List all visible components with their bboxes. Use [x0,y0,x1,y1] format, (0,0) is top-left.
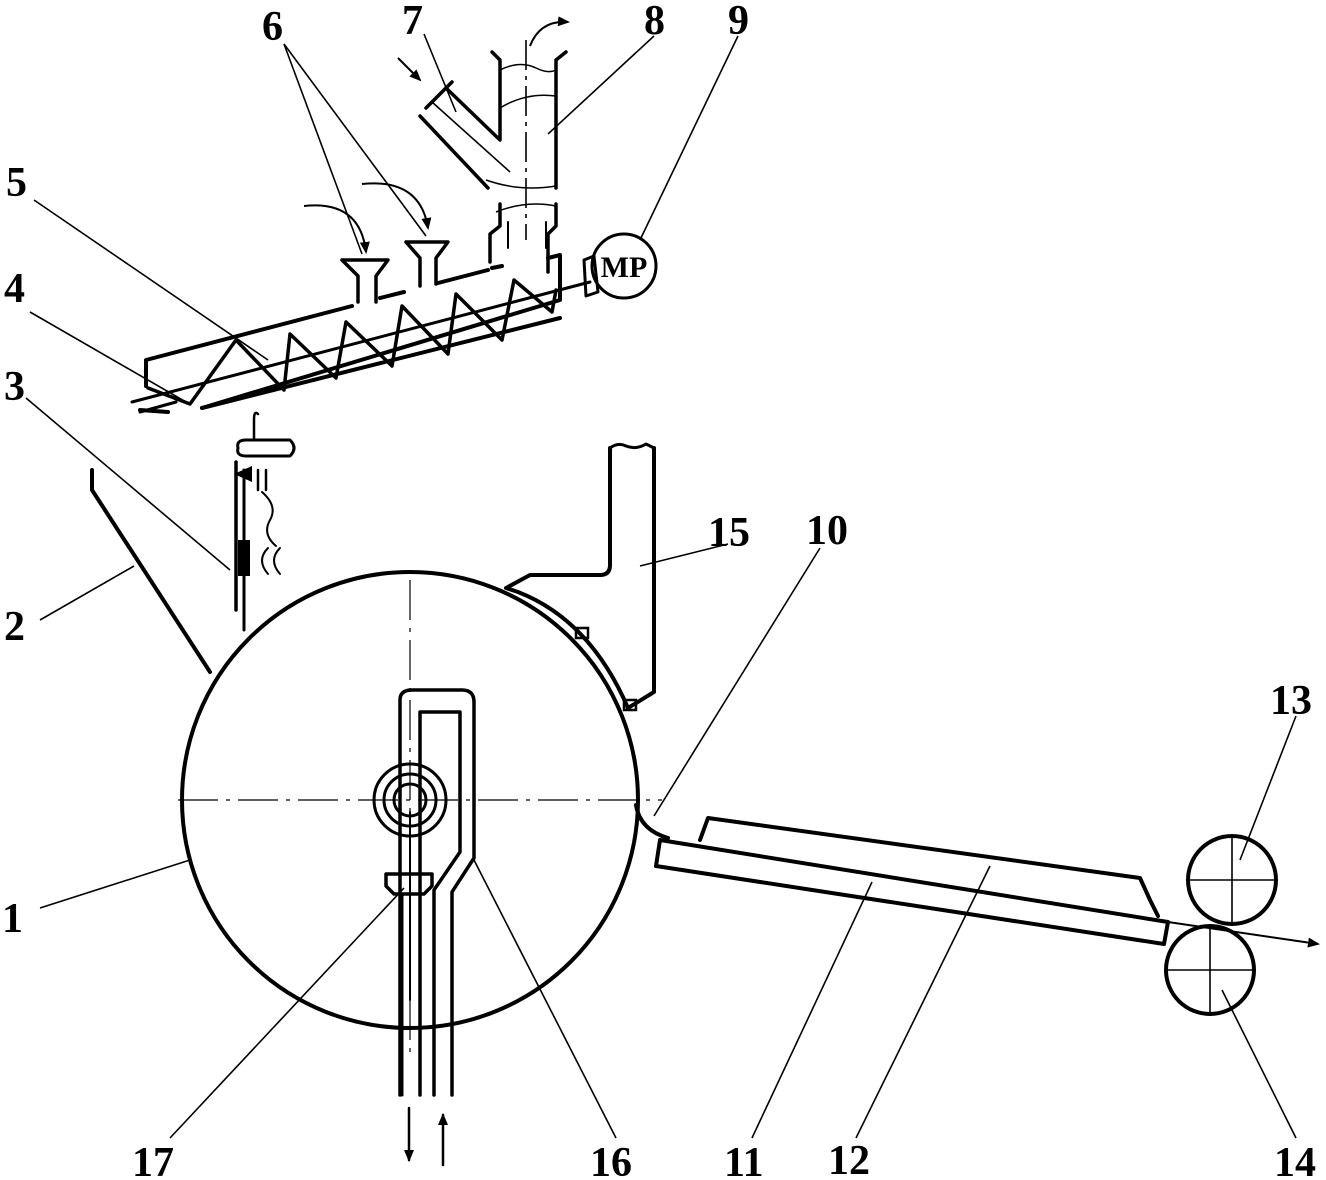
label-3: 3 [4,364,25,410]
label-10: 10 [806,508,848,554]
motor-reducer: MP [582,232,658,300]
label-15: 15 [708,510,750,556]
label-17: 17 [132,1140,174,1180]
label-6: 6 [262,4,283,50]
label-11: 11 [724,1140,764,1180]
label-13: 13 [1270,678,1312,724]
dosing-gate [234,411,296,632]
vent-pipe [397,16,570,274]
label-5: 5 [6,160,27,206]
label-1: 1 [2,896,23,942]
discharge-conveyor [634,803,1170,946]
label-7: 7 [402,0,423,44]
label-2: 2 [4,604,25,650]
hopper-wall [90,468,212,674]
label-4: 4 [4,266,25,312]
feed-hoppers [303,182,450,304]
label-12: 12 [828,1138,870,1180]
label-16: 16 [590,1140,632,1180]
rollers [1164,834,1320,1016]
leader-lines [25,33,1297,1139]
label-9: 9 [728,0,749,44]
drum-cover [504,442,656,712]
screw-conveyor [130,253,592,414]
coolant-pipes [384,688,476,1167]
motor-label: MP [601,251,648,284]
label-14: 14 [1274,1140,1316,1180]
label-8: 8 [644,0,665,44]
